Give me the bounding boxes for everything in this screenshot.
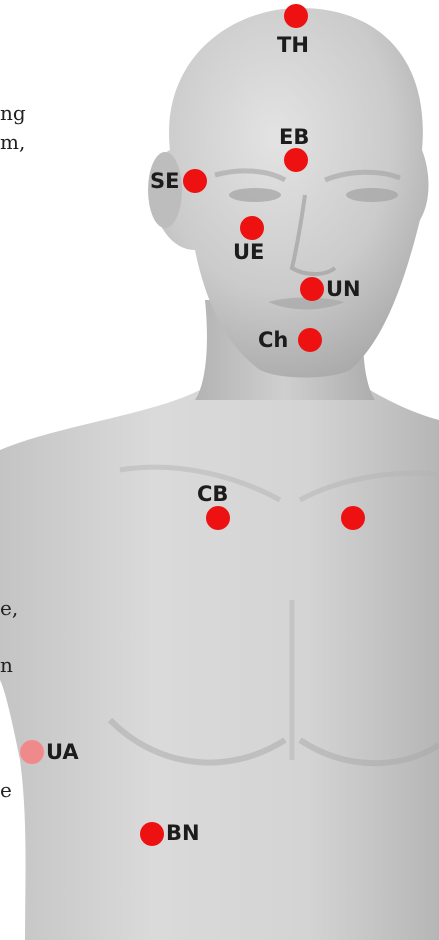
point-dot-un [300,277,324,301]
point-dot-eb [284,148,308,172]
point-dot-bn [140,822,164,846]
point-label-bn: BN [166,823,200,844]
margin-text-1: ng [0,103,26,123]
margin-text-3: e, [0,598,18,618]
point-label-cb: CB [197,484,228,505]
point-label-se: SE [150,171,179,192]
right-eye-shade [346,188,398,202]
point-dot-ch [298,328,322,352]
point-dot-th [284,4,308,28]
left-eye-shade [229,188,281,202]
point-dot-cb-right [341,506,365,530]
torso-shape [0,390,439,940]
point-label-eb: EB [279,127,309,148]
point-label-th: TH [277,35,309,56]
point-dot-se [183,169,207,193]
point-dot-ue [240,216,264,240]
point-label-ue: UE [233,242,264,263]
point-label-un: UN [326,279,361,300]
point-dot-cb-left [206,506,230,530]
margin-text-5: e [0,780,12,800]
margin-text-2: m, [0,132,25,152]
point-label-ua: UA [46,742,79,763]
point-dot-ua [20,740,44,764]
point-label-ch: Ch [258,330,288,351]
margin-text-4: n [0,655,13,675]
